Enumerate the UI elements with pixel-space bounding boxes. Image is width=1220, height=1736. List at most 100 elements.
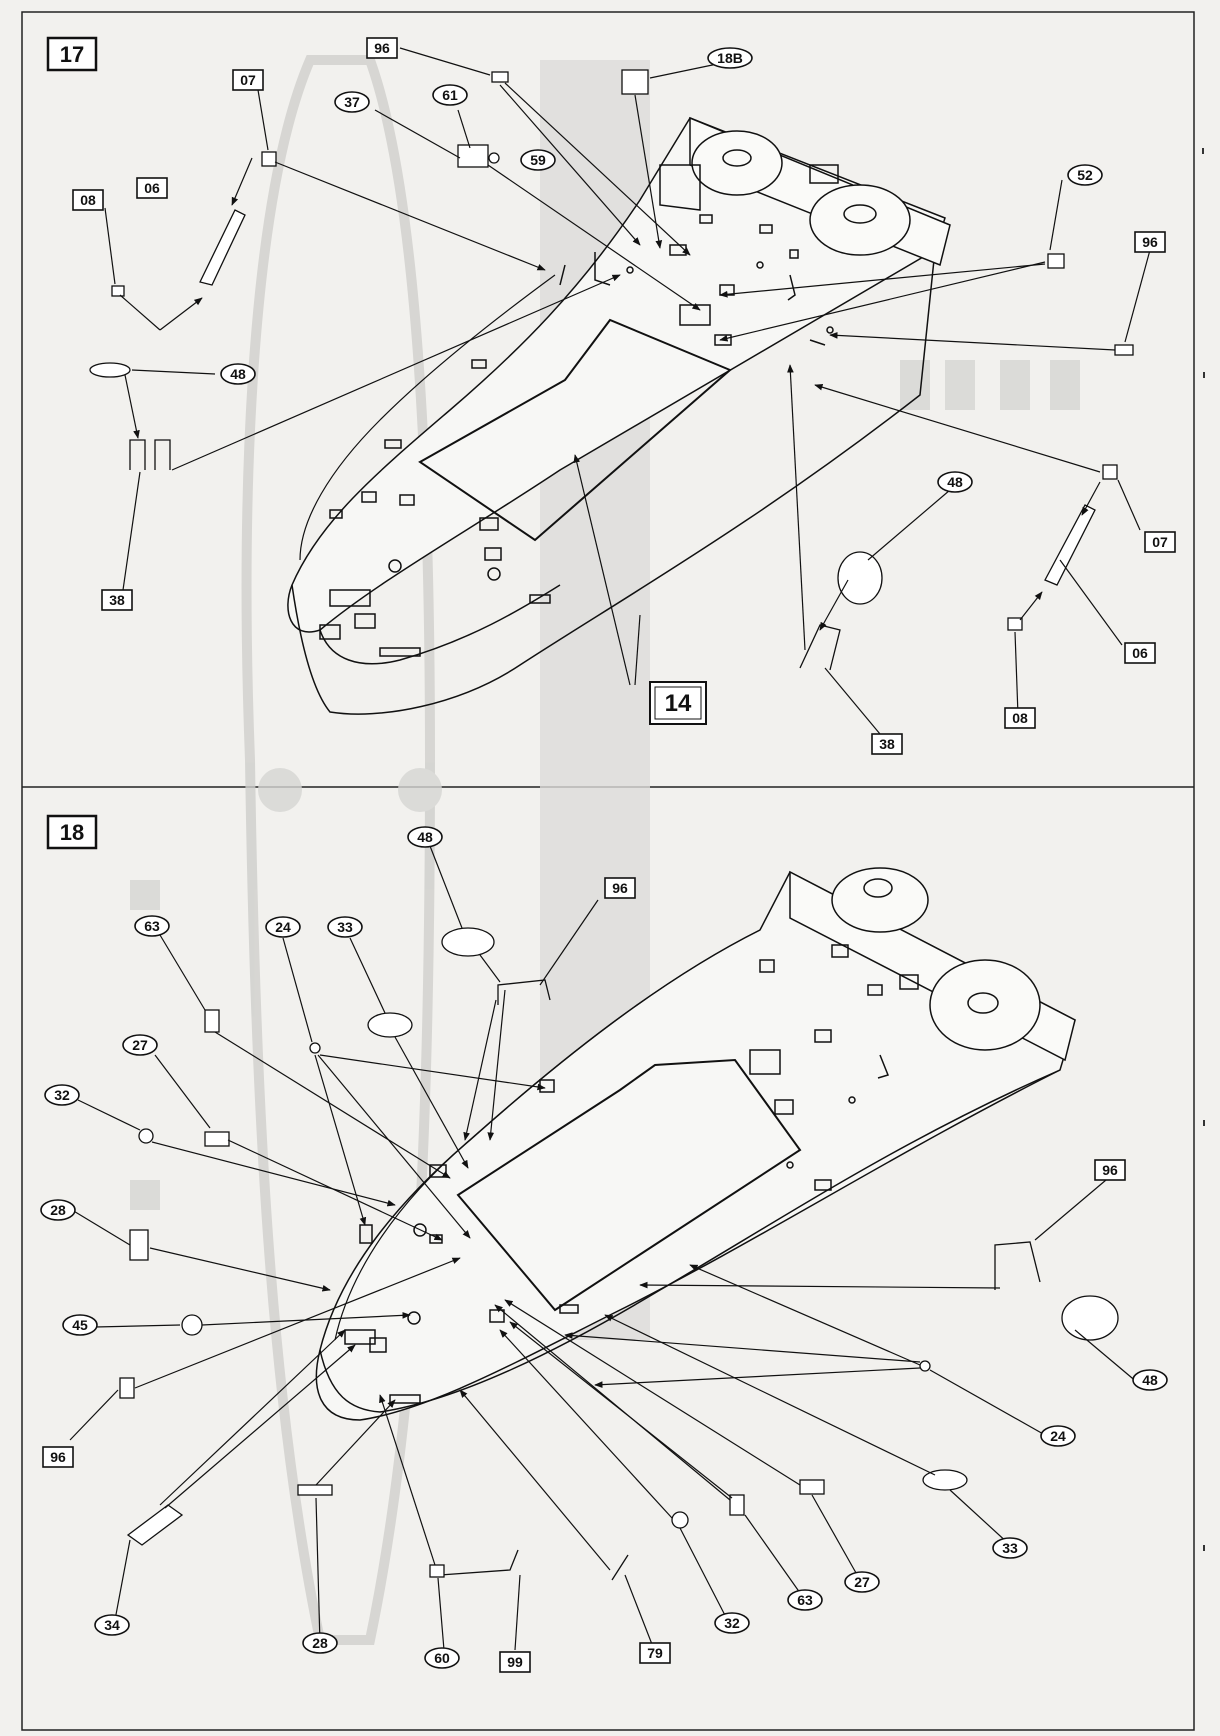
part-label-text: 52 bbox=[1077, 167, 1093, 183]
part-label-60: 60 bbox=[424, 1647, 460, 1669]
part-label-text: 33 bbox=[337, 919, 353, 935]
part-52 bbox=[1047, 253, 1065, 269]
part-59 bbox=[488, 152, 500, 164]
part-06-ladder bbox=[199, 209, 246, 286]
part-label-text: 08 bbox=[80, 192, 96, 208]
part-label-06: 06 bbox=[136, 177, 168, 199]
part-label-08: 08 bbox=[1004, 707, 1036, 729]
part-label-text: 27 bbox=[132, 1037, 148, 1053]
part-33 bbox=[367, 1012, 413, 1038]
part-label-frame bbox=[407, 826, 443, 848]
part-label-48: 48 bbox=[937, 471, 973, 493]
part-48-right bbox=[1061, 1295, 1119, 1341]
part-label-text: 07 bbox=[1152, 534, 1168, 550]
part-24-right bbox=[919, 1360, 931, 1372]
part-label-text: 18B bbox=[717, 50, 743, 66]
part-label-27: 27 bbox=[844, 1571, 880, 1593]
part-label-frame bbox=[992, 1537, 1028, 1559]
part-label-52: 52 bbox=[1067, 164, 1103, 186]
part-label-text: 96 bbox=[1102, 1162, 1118, 1178]
part-label-48: 48 bbox=[220, 363, 256, 385]
part-37-61-59 bbox=[457, 144, 489, 168]
part-label-frame bbox=[1040, 1425, 1076, 1447]
part-label-frame bbox=[40, 1199, 76, 1221]
part-label-frame bbox=[714, 1612, 750, 1634]
part-label-frame bbox=[44, 1084, 80, 1106]
scan-marks bbox=[1202, 148, 1205, 1551]
part-28-bottom bbox=[297, 1484, 333, 1496]
part-label-text: 32 bbox=[54, 1087, 70, 1103]
part-label-frame bbox=[432, 84, 468, 106]
part-63-right bbox=[729, 1494, 745, 1516]
part-label-frame bbox=[72, 189, 104, 211]
part-label-frame bbox=[101, 589, 133, 611]
part-label-33: 33 bbox=[327, 916, 363, 938]
part-label-frame bbox=[122, 1034, 158, 1056]
part-label-frame bbox=[302, 1632, 338, 1654]
part-label-frame bbox=[1132, 1369, 1168, 1391]
part-label-frame bbox=[232, 69, 264, 91]
part-label-28: 28 bbox=[302, 1632, 338, 1654]
part-07 bbox=[261, 151, 277, 167]
part-label-text: 60 bbox=[434, 1650, 450, 1666]
part-label-text: 34 bbox=[104, 1617, 120, 1633]
part-label-text: 48 bbox=[417, 829, 433, 845]
part-label-frame bbox=[334, 91, 370, 113]
part-label-text: 79 bbox=[647, 1645, 663, 1661]
part-label-text: 24 bbox=[275, 919, 291, 935]
step-number-box bbox=[46, 814, 98, 850]
part-label-06: 06 bbox=[1124, 642, 1156, 664]
part-label-text: 96 bbox=[374, 40, 390, 56]
part-label-frame bbox=[604, 877, 636, 899]
part-label-frame bbox=[937, 471, 973, 493]
part-label-frame bbox=[1134, 231, 1166, 253]
step-18: 18 bbox=[40, 814, 1168, 1673]
part-label-frame bbox=[94, 1614, 130, 1636]
part-96-rack bbox=[497, 979, 551, 1005]
part-label-text: 08 bbox=[1012, 710, 1028, 726]
part-label-frame bbox=[136, 177, 168, 199]
part-label-45: 45 bbox=[62, 1314, 98, 1336]
parts-step-18 bbox=[119, 927, 1119, 1581]
part-label-frame bbox=[520, 149, 556, 171]
part-label-frame bbox=[1067, 164, 1103, 186]
part-label-frame bbox=[1144, 531, 1176, 553]
part-label-08: 08 bbox=[72, 189, 104, 211]
part-label-96: 96 bbox=[1094, 1159, 1126, 1181]
leader-lines-step-18 bbox=[69, 845, 1139, 1653]
part-label-96: 96 bbox=[366, 37, 398, 59]
part-label-34: 34 bbox=[94, 1614, 130, 1636]
assembly-label-box bbox=[649, 681, 707, 725]
part-label-frame bbox=[499, 1651, 531, 1673]
part-label-48: 48 bbox=[407, 826, 443, 848]
part-48-liferaft bbox=[89, 362, 131, 378]
part-34 bbox=[126, 1504, 184, 1546]
part-label-32: 32 bbox=[44, 1084, 80, 1106]
part-label-text: 99 bbox=[507, 1654, 523, 1670]
part-96-right bbox=[1114, 344, 1134, 356]
part-label-48: 48 bbox=[1132, 1369, 1168, 1391]
part-label-frame bbox=[265, 916, 301, 938]
part-label-text: 24 bbox=[1050, 1428, 1066, 1444]
parts-step-17 bbox=[89, 69, 1134, 671]
leader-lines-step-17 bbox=[104, 47, 1151, 741]
part-label-07: 07 bbox=[232, 69, 264, 91]
part-08 bbox=[111, 285, 125, 297]
part-label-text: 45 bbox=[72, 1317, 88, 1333]
part-label-frame bbox=[871, 733, 903, 755]
part-28 bbox=[129, 1229, 149, 1261]
part-label-99: 99 bbox=[499, 1651, 531, 1673]
part-63 bbox=[204, 1009, 220, 1033]
part-96-top bbox=[491, 71, 509, 83]
part-label-33: 33 bbox=[992, 1537, 1028, 1559]
part-45 bbox=[181, 1314, 203, 1336]
part-label-frame bbox=[42, 1446, 74, 1468]
part-label-text: 63 bbox=[797, 1592, 813, 1608]
part-60 bbox=[429, 1564, 445, 1578]
part-label-63: 63 bbox=[787, 1589, 823, 1611]
part-label-text: 96 bbox=[612, 880, 628, 896]
part-label-text: 27 bbox=[854, 1574, 870, 1590]
hull-step-18 bbox=[315, 867, 1076, 1421]
part-18b bbox=[621, 69, 649, 95]
